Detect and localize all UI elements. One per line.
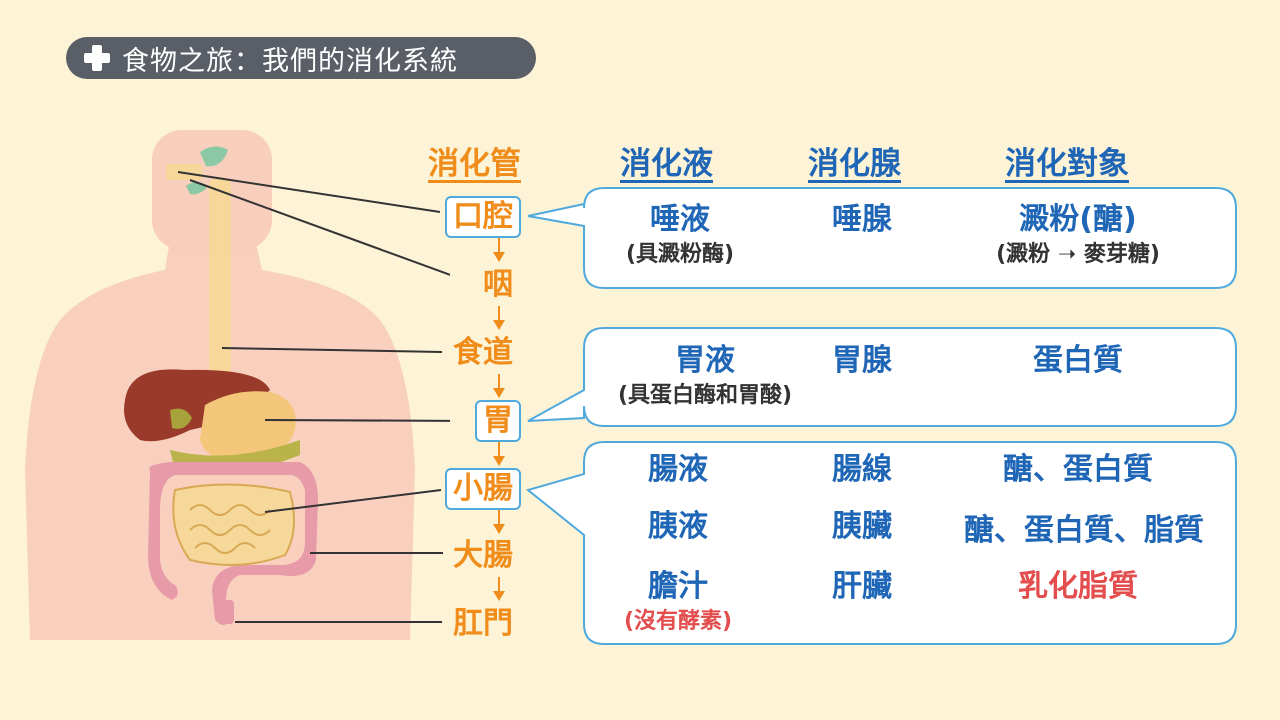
header-tract: 消化管 xyxy=(428,146,521,182)
intestinal-juice: 腸液 xyxy=(648,452,708,487)
intestinal-target: 醣、蛋白質 xyxy=(1003,452,1153,487)
stomach-gland: 胃腺 xyxy=(832,343,892,378)
bile-gland: 肝臟 xyxy=(832,569,892,604)
rectum-shape xyxy=(222,600,234,624)
leader-lines xyxy=(177,171,450,623)
stomach-shape xyxy=(200,391,296,462)
mouth-juice: 唾液 (具澱粉酶) xyxy=(625,202,735,267)
digestive-system-illustration xyxy=(25,130,450,640)
mouth-target: 澱粉(醣) (澱粉 ➝ 麥芽糖) xyxy=(996,202,1160,267)
pancreatic-gland: 胰臟 xyxy=(832,509,892,544)
gallbladder-shape xyxy=(170,408,192,429)
liver-shape xyxy=(124,369,270,442)
pancreatic-target: 醣、蛋白質、脂質 xyxy=(964,513,1204,548)
organ-mouth: 口腔 xyxy=(445,196,521,238)
arrow-down-icon xyxy=(493,577,505,601)
esophagus-shape xyxy=(209,178,231,408)
large-intestine-shape xyxy=(148,462,318,625)
header-target: 消化對象 xyxy=(1005,146,1129,182)
arrow-down-icon xyxy=(493,374,505,398)
arrow-down-icon xyxy=(493,238,505,262)
title-pill: 食物之旅：我們的消化系統 xyxy=(66,37,536,79)
arrow-down-icon xyxy=(493,510,505,534)
header-juice: 消化液 xyxy=(620,146,713,182)
bile-target: 乳化脂質 xyxy=(1018,569,1138,604)
organ-small-intestine: 小腸 xyxy=(445,468,521,510)
arrow-down-icon xyxy=(493,442,505,466)
header-gland: 消化腺 xyxy=(808,146,901,182)
organ-pharynx: 咽 xyxy=(483,267,513,302)
organ-stomach: 胃 xyxy=(475,400,521,442)
plus-icon xyxy=(84,45,110,71)
arrow-down-icon xyxy=(493,306,505,330)
organ-esophagus: 食道 xyxy=(453,335,513,370)
intestinal-gland: 腸線 xyxy=(832,452,892,487)
stomach-juice: 胃液 (具蛋白酶和胃酸) xyxy=(617,343,793,408)
stomach-target: 蛋白質 xyxy=(1033,343,1123,378)
mouth-gland: 唾腺 xyxy=(832,202,892,237)
leaf-icon xyxy=(186,146,228,195)
organ-anus: 肛門 xyxy=(453,606,513,641)
organ-large-intestine: 大腸 xyxy=(453,538,513,573)
bile-juice: 膽汁 (沒有酵素) xyxy=(623,569,733,634)
page-title: 食物之旅：我們的消化系統 xyxy=(122,45,458,77)
pancreatic-juice: 胰液 xyxy=(648,509,708,544)
small-intestine-shape xyxy=(172,483,295,566)
